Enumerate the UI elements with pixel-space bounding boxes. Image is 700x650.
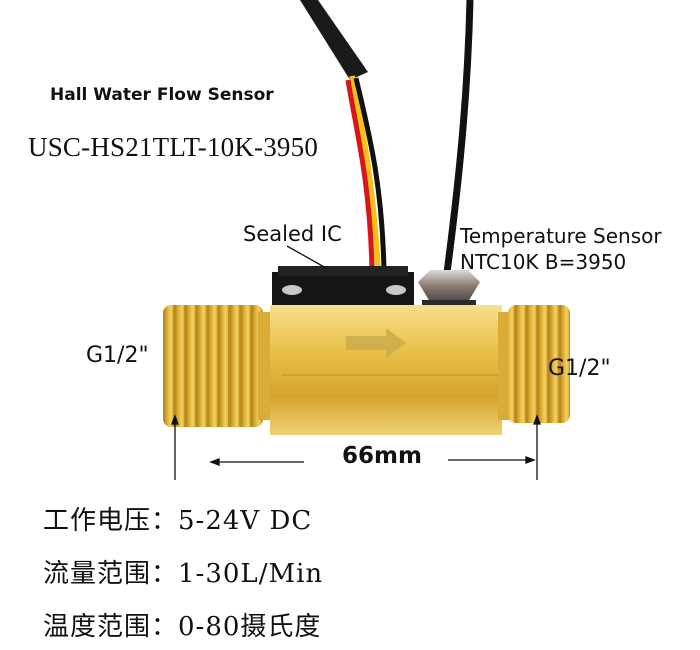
thread-left-label: G1/2" [86,343,149,368]
sealed-ic-callout: Sealed IC [243,222,342,246]
signal-cable [300,0,387,271]
spec-value: 0-80摄氏度 [178,612,322,642]
length-dimension: 66mm [342,443,422,469]
thread-right-label: G1/2" [548,356,611,381]
spec-flow-range: 流量范围：1-30L/Min [43,553,323,590]
spec-label: 工作电压： [43,506,179,536]
right-thread [508,305,570,423]
spec-value: 1-30L/Min [178,559,324,589]
dimension-lines [171,245,541,480]
spec-temperature-range: 温度范围：0-80摄氏度 [43,606,321,643]
temperature-sensor-callout: Temperature Sensor [460,224,662,248]
spec-label: 温度范围： [43,612,179,642]
ntc-spec-callout: NTC10K B=3950 [460,250,627,274]
brass-body [270,305,502,435]
spec-label: 流量范围： [43,559,179,589]
sealed-ic-housing [272,266,414,308]
model-number: USC-HS21TLT-10K-3950 [28,132,319,162]
temperature-cable [442,0,474,281]
left-thread [163,305,263,427]
spec-voltage: 工作电压：5-24V DC [43,500,312,537]
temperature-nut [418,270,480,310]
spec-value: 5-24V DC [178,506,313,536]
product-type-label: Hall Water Flow Sensor [50,85,274,105]
flow-direction-arrow [346,328,406,358]
